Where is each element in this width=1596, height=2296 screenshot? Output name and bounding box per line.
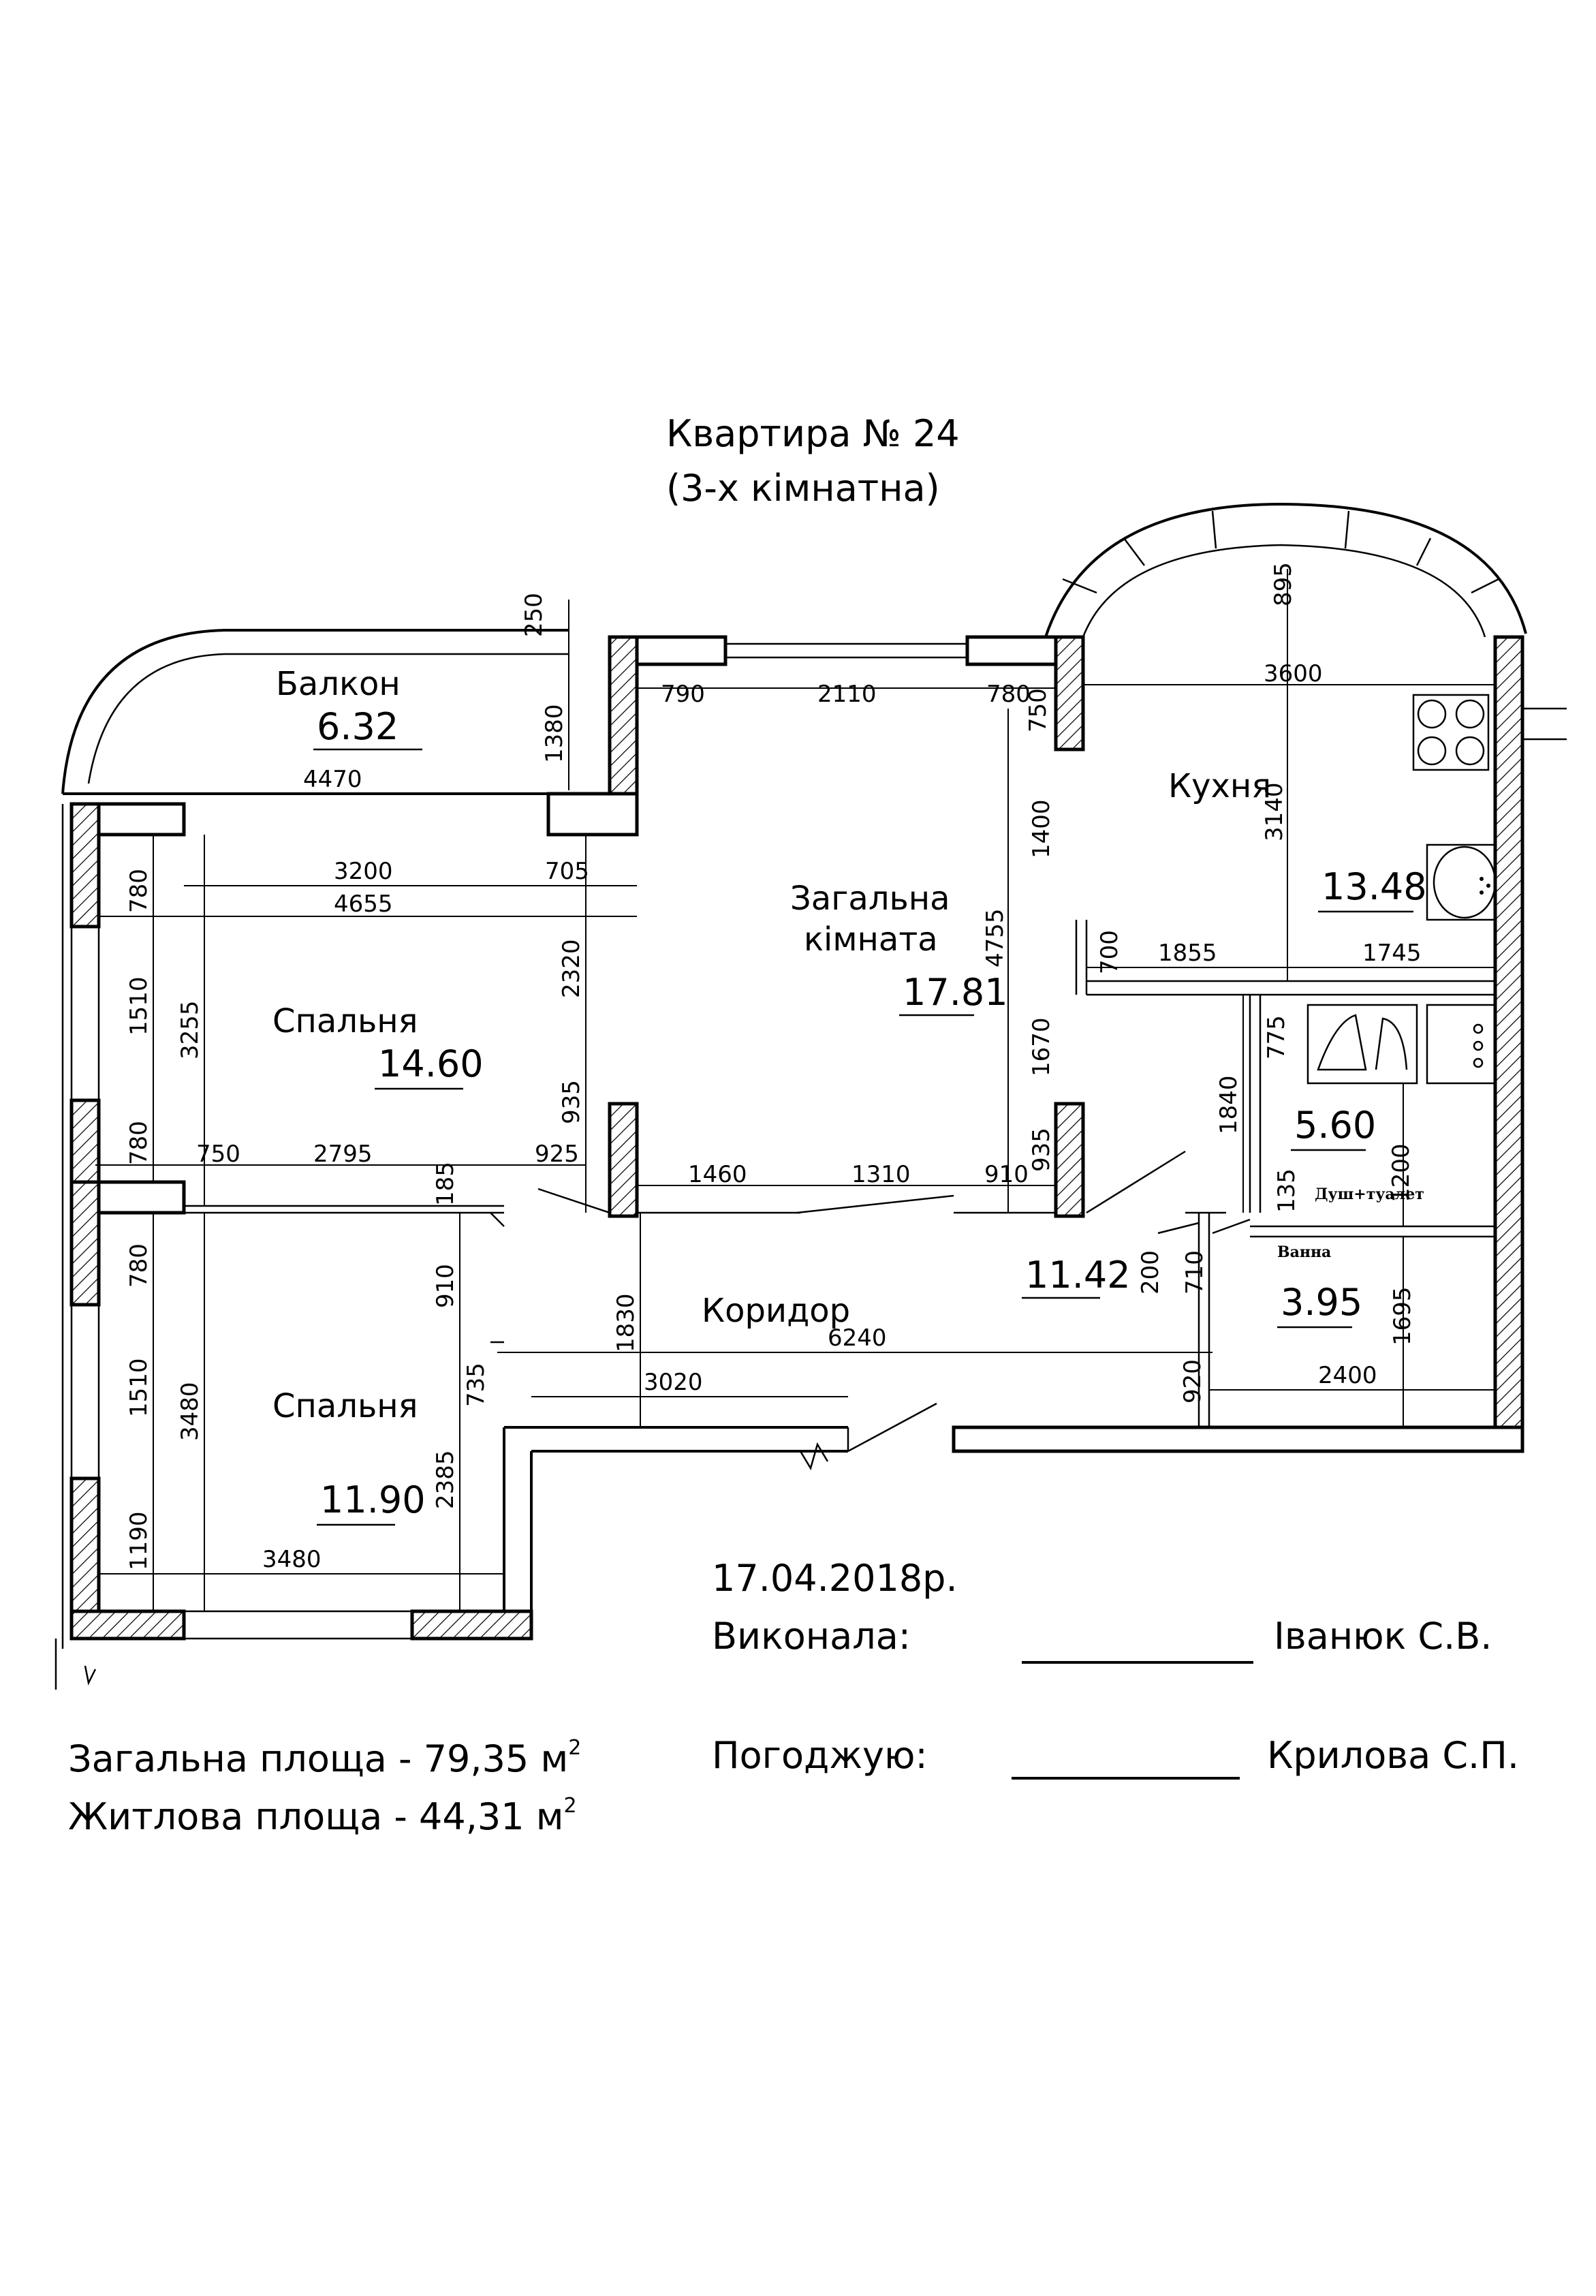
plan-date: 17.04.2018р. [712,1557,958,1600]
dim-3020: 3020 [644,1369,703,1396]
room-area-corridor: 11.42 [1025,1254,1131,1297]
walls [54,635,1567,1690]
dim-1510-b2: 1510 [125,1358,153,1417]
dim-4755: 4755 [982,908,1009,967]
dim-3255: 3255 [176,1000,204,1059]
dim-3600: 3600 [1264,660,1323,687]
stove-icon [1412,694,1490,771]
dim-920: 920 [1179,1359,1206,1403]
room-name-kitchen: Кухня [1168,767,1271,805]
dim-750-top: 750 [1024,688,1052,732]
dim-4470: 4470 [303,766,362,793]
dim-750-mid: 750 [196,1141,240,1168]
plan-title: Квартира № 24 [666,412,960,455]
dim-1830: 1830 [612,1293,640,1352]
dim-1460: 1460 [688,1161,747,1188]
room-area-bedroom-1: 14.60 [378,1042,484,1085]
dim-3480-v: 3480 [176,1382,204,1441]
dim-780-b1: 780 [125,869,153,913]
room-name-living-1: Загальна [790,880,950,918]
door-swings [84,1150,1251,1686]
dim-780-mid: 780 [125,1121,153,1165]
living-area-text: Житлова площа - 44,31 м [68,1795,563,1838]
dim-1380: 1380 [541,704,568,763]
dim-3140: 3140 [1261,782,1288,841]
dim-935-lr: 935 [1028,1128,1055,1172]
dim-1840: 1840 [1215,1075,1242,1134]
dim-1190: 1190 [125,1511,153,1570]
dim-1310: 1310 [851,1161,911,1188]
dim-185: 185 [432,1162,459,1206]
total-area-text: Загальна площа - 79,35 м [68,1737,568,1780]
room-name-balcony: Балкон [276,665,401,703]
room-area-bath: 3.95 [1281,1281,1362,1324]
dim-1400: 1400 [1028,799,1055,858]
sink-icon [1426,843,1497,921]
room-name-bedroom-2: Спальня [272,1387,418,1425]
dim-1695: 1695 [1389,1286,1416,1346]
total-area-sup: 2 [568,1736,581,1760]
room-name-bath: Ванна [1277,1243,1331,1261]
room-area-kitchen: 13.48 [1321,865,1427,908]
dim-2400: 2400 [1318,1362,1377,1389]
washing-machine-icon [1426,1004,1497,1085]
plan-subtitle: (3-х кімнатна) [666,467,940,510]
dim-780-top: 780 [986,681,1031,708]
dim-775: 775 [1263,1015,1290,1059]
dim-4655: 4655 [334,890,393,918]
total-area: Загальна площа - 79,35 м2 [68,1736,581,1780]
room-name-bedroom-1: Спальня [272,1002,418,1040]
dim-710: 710 [1181,1250,1208,1294]
dimension-lines [89,569,1495,1611]
partitions [184,920,1495,1427]
dim-935-b1: 935 [558,1080,585,1124]
executed-label: Виконала: [712,1615,911,1658]
room-area-shower: 5.60 [1294,1104,1376,1147]
dim-1670: 1670 [1028,1017,1055,1076]
dim-2110: 2110 [817,681,877,708]
dim-700: 700 [1096,930,1123,974]
dim-1745: 1745 [1362,940,1422,967]
dim-250: 250 [520,593,548,637]
dim-6240: 6240 [828,1324,887,1352]
dim-735: 735 [463,1363,490,1407]
dim-1200: 1200 [1388,1143,1415,1203]
room-area-living: 17.81 [903,971,1008,1014]
dim-200: 200 [1137,1250,1164,1294]
room-name-shower: Душ+туалет [1315,1185,1424,1203]
room-area-balcony: 6.32 [317,705,398,748]
dim-2320: 2320 [558,939,585,998]
room-name-corridor: Коридор [702,1292,850,1330]
dim-790: 790 [661,681,705,708]
living-area-sup: 2 [563,1794,576,1818]
room-area-bedroom-2: 11.90 [320,1478,426,1521]
dim-705: 705 [545,858,589,885]
bay-balcony-arc [1044,502,1527,638]
approved-label: Погоджую: [712,1734,928,1777]
dim-2795: 2795 [313,1141,373,1168]
dim-135: 135 [1273,1168,1300,1213]
dim-910-top: 910 [984,1161,1029,1188]
executed-name: Іванюк С.В. [1274,1615,1492,1658]
dim-925: 925 [535,1141,579,1168]
room-name-living-2: кімната [804,920,938,959]
dimension-labels: 250 1380 4470 895 3600 790 2110 780 750 … [125,562,1422,1573]
dim-895: 895 [1270,562,1297,606]
approved-name: Крилова С.П. [1267,1734,1519,1777]
dim-1855: 1855 [1158,940,1217,967]
washbasin-icon [1306,1004,1418,1085]
dim-3480-h: 3480 [262,1546,322,1573]
living-area: Житлова площа - 44,31 м2 [68,1794,577,1838]
dim-910-b2: 910 [432,1264,459,1308]
dim-780-b2: 780 [125,1243,153,1288]
dim-1510-b1: 1510 [125,976,153,1036]
dim-2385: 2385 [432,1450,459,1509]
dim-3200: 3200 [334,858,393,885]
